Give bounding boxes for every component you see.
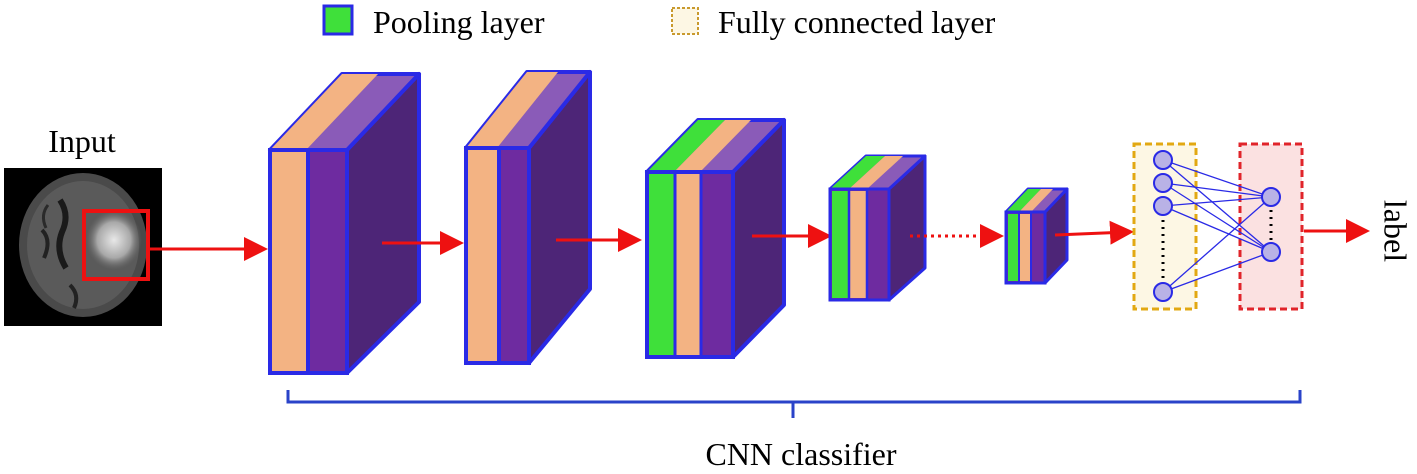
fc-node <box>1153 196 1173 216</box>
fc-connections <box>1162 159 1272 293</box>
cnn-classifier-brace <box>286 390 1302 418</box>
input-label: Input <box>48 123 116 159</box>
fc-node <box>1153 282 1173 302</box>
block2-conv-band <box>468 150 497 361</box>
block4-conv-band <box>850 191 867 298</box>
output-label: label <box>1378 200 1414 262</box>
fc-legend-label: Fully connected layer <box>718 4 996 40</box>
block5-pool-band <box>1008 214 1019 281</box>
output-node <box>1261 242 1281 262</box>
feature-block-3 <box>645 118 786 359</box>
fc-node <box>1153 173 1173 193</box>
fc-layer-box <box>1132 142 1198 311</box>
feature-block-2 <box>464 70 592 365</box>
legend: Pooling layer Fully connected layer <box>322 4 996 40</box>
output-layer-box <box>1238 142 1304 311</box>
tumor-region-box <box>82 209 150 281</box>
fully-connected-layer <box>1132 142 1304 311</box>
output-node <box>1261 187 1281 207</box>
pooling-legend-swatch <box>322 4 354 36</box>
block3-pool-band <box>649 174 674 355</box>
block1-conv-band <box>272 152 306 371</box>
feature-block-4 <box>828 154 927 302</box>
feature-block-1 <box>268 72 421 375</box>
cnn-classifier-label: CNN classifier <box>705 436 896 472</box>
fc-legend-swatch <box>671 7 699 35</box>
block3-conv-band <box>676 174 700 355</box>
block5-to-fc-arrow <box>1054 220 1134 245</box>
block4-pool-band <box>832 191 849 298</box>
fc-node <box>1153 150 1173 170</box>
block5-conv-band <box>1020 214 1031 281</box>
input-image-group: Input <box>4 123 162 326</box>
pooling-legend-label: Pooling layer <box>373 4 545 40</box>
